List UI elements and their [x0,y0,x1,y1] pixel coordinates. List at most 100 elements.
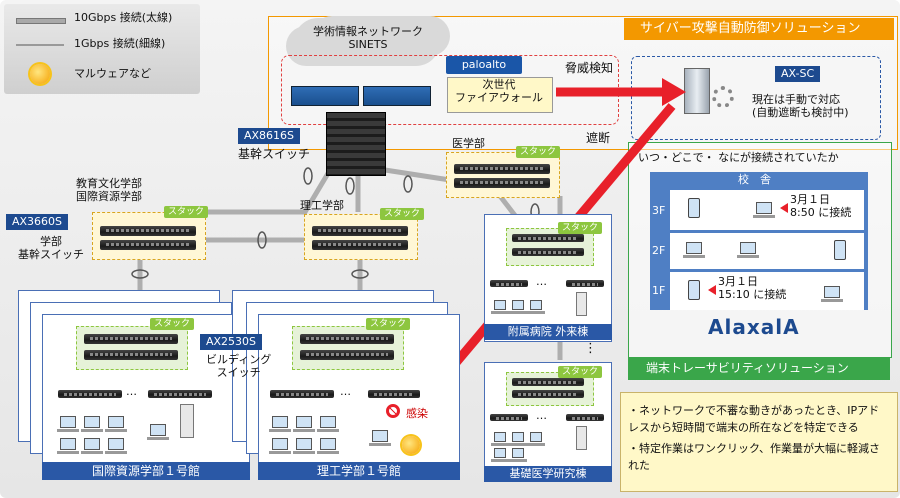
switch-unit [512,248,584,256]
no-entry-icon [386,404,400,418]
edu-stack-box [92,212,206,260]
firewall-appliance-right [363,86,431,106]
stack-badge: スタック [516,146,561,158]
laptop-icon [105,438,127,454]
laptop-icon [527,300,545,314]
laptop-icon [81,416,103,432]
switch-unit [58,390,122,398]
building-switch-label: ビルディング スイッチ [206,353,272,379]
switch-unit [270,390,334,398]
threat-detect-label: 脅威検知 [565,61,614,75]
axsc-tag: AX-SC [775,66,821,82]
line-1g-sample [16,44,64,46]
axsc-note: 現在は手動で対応 (自動遮断も検討中) [752,93,849,119]
laptop-icon [821,286,843,302]
alert-arrow-icon [780,203,788,213]
core-switch-tag: AX8616S [238,128,301,144]
building-basic-label: 基礎医学研究棟 [484,466,612,482]
stack-badge: スタック [150,318,195,330]
switch-unit [312,240,408,250]
laptop-icon [737,242,759,258]
laptop-icon [369,430,391,446]
stack-badge: スタック [558,366,603,378]
faculty-sci-label: 理工学部 [300,199,344,212]
building-switch-tag: AX2530S [200,334,263,350]
laptop-icon [57,438,79,454]
switch-unit [566,414,604,421]
trace-question: いつ・どこで・ なにが接続されていたか [638,151,839,164]
trace-title: 端末トレーサビリティソリューション [646,361,849,375]
line-10g-sample [16,18,66,24]
faculty-med-label: 医学部 [452,137,485,150]
switch-unit [368,390,420,398]
laptop-icon [317,416,339,432]
cyber-solution-title: サイバー攻撃自動防御ソリューション [640,21,861,36]
firewall-appliance-left [291,86,359,106]
stack-badge: スタック [558,222,603,234]
vertical-ellipsis: ⋮ [584,341,597,356]
paloalto-logo: paloalto [446,56,522,74]
smartphone-icon [834,240,846,260]
sinets-label: 学術情報ネットワーク SINETS [313,25,423,51]
switch-unit [148,390,212,398]
switch-unit [454,178,550,188]
laptop-icon [269,416,291,432]
laptop-icon [509,300,527,314]
dist-switch-label: 学部 基幹スイッチ [18,235,84,261]
laptop-icon [509,448,527,462]
nextgen-firewall-box [447,77,553,113]
laptop-icon [491,448,509,462]
ellipsis: … [536,409,547,422]
laptop-icon [753,202,775,218]
building-intl-label: 国際資源学部１号館 [42,462,250,480]
laptop-icon [317,438,339,454]
switch-unit [512,390,584,398]
floor-1f-label: 1F [652,284,666,297]
stack-badge: スタック [366,318,411,330]
nextgen-firewall-label: 次世代 ファイアウォール [455,78,543,104]
intl-stack-box [76,326,188,370]
switch-unit [566,280,604,287]
switch-unit [300,350,394,360]
sci-stack-box [304,214,418,260]
core-switch-chassis [326,112,386,176]
trace-bullet: ・ネットワークで不審な動きがあったとき、IPアドレスから短時間で端末の所在などを… [628,404,880,434]
block-label: 遮断 [586,131,611,145]
stack-badge: スタック [164,206,209,218]
infection-label: 感染 [406,407,428,420]
server-tower-icon [576,426,587,450]
floor-2f [670,233,864,269]
laptop-icon [147,424,169,440]
server-tower-icon [180,404,194,438]
switch-unit [312,226,408,236]
floor-3f-label: 3F [652,204,666,217]
building-label: 校 舎 [738,173,771,186]
alert-arrow-icon [708,285,716,295]
switch-unit [100,240,196,250]
dist-switch-tag: AX3660S [6,214,69,230]
laptop-icon [527,432,545,446]
smartphone-icon [688,280,700,300]
trace-bullets-box [620,392,898,492]
switch-unit [84,350,178,360]
switch-unit [454,164,550,174]
laptop-icon [293,438,315,454]
laptop-icon [491,300,509,314]
stack-badge: スタック [380,208,425,220]
malware-sun-icon [30,64,50,84]
building-hospital-label: 附属病院 外来棟 [484,324,612,340]
event-3f: 3月１日 8:50 に接続 [790,193,852,219]
building-sci-label: 理工学部１号館 [258,462,460,480]
switch-unit [512,378,584,386]
sci-bldg-stack-box [292,326,404,370]
axsc-zone [631,56,881,140]
laptop-icon [269,438,291,454]
event-1f: 3月１日 15:10 に接続 [718,275,787,301]
cyber-solution-title-bar [624,18,894,40]
ellipsis: … [340,385,351,398]
legend-malware-label: マルウェアなど [74,67,151,80]
faculty-edu-label: 教育文化学部 国際資源学部 [76,177,142,203]
server-tower-icon [576,292,587,316]
core-switch-label: 基幹スイッチ [238,147,311,161]
